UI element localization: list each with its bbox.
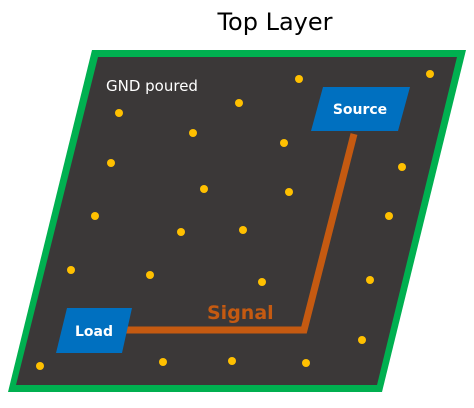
load-label: Load bbox=[75, 324, 113, 340]
via-dot bbox=[189, 129, 197, 137]
source-label: Source bbox=[333, 102, 387, 118]
via-dot bbox=[67, 266, 75, 274]
via-dot bbox=[358, 336, 366, 344]
via-dot bbox=[295, 75, 303, 83]
via-group bbox=[36, 70, 434, 370]
load-pad bbox=[56, 308, 132, 353]
via-dot bbox=[398, 163, 406, 171]
via-dot bbox=[366, 276, 374, 284]
via-dot bbox=[426, 70, 434, 78]
via-dot bbox=[146, 271, 154, 279]
via-dot bbox=[235, 99, 243, 107]
via-dot bbox=[285, 188, 293, 196]
via-dot bbox=[385, 212, 393, 220]
page-title: Top Layer bbox=[217, 8, 333, 36]
via-dot bbox=[107, 159, 115, 167]
via-dot bbox=[258, 278, 266, 286]
board-pour bbox=[16, 57, 457, 385]
via-dot bbox=[159, 358, 167, 366]
pour-label: GND poured bbox=[106, 77, 198, 95]
signal-trace bbox=[126, 133, 358, 334]
via-dot bbox=[36, 362, 44, 370]
via-dot bbox=[115, 109, 123, 117]
via-dot bbox=[239, 226, 247, 234]
via-dot bbox=[200, 185, 208, 193]
via-dot bbox=[228, 357, 236, 365]
signal-label: Signal bbox=[207, 302, 274, 324]
via-dot bbox=[280, 139, 288, 147]
source-pad bbox=[311, 87, 410, 131]
via-dot bbox=[302, 359, 310, 367]
via-dot bbox=[91, 212, 99, 220]
via-dot bbox=[177, 228, 185, 236]
